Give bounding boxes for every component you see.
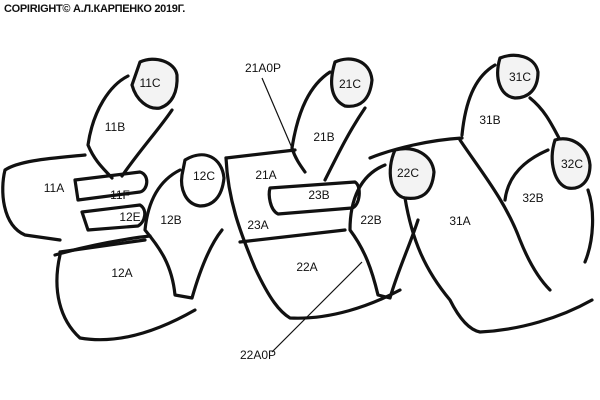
label-12E: 12E <box>119 210 140 224</box>
label-32C: 32C <box>561 157 583 171</box>
label-11F: 11F <box>110 188 130 202</box>
label-12A: 12A <box>111 266 132 280</box>
label-21A0P: 21A0P <box>245 61 281 75</box>
label-31B: 31B <box>479 113 500 127</box>
label-22B: 22B <box>360 213 381 227</box>
label-11B: 11B <box>105 120 125 134</box>
copyright-text: COPIRIGHT© А.Л.КАРПЕНКО 2019Г. <box>4 3 185 15</box>
front-right-seat <box>224 57 436 353</box>
label-21A: 21A <box>255 168 276 182</box>
label-21C: 21C <box>339 77 361 91</box>
label-12B: 12B <box>160 213 181 227</box>
label-31C: 31C <box>509 70 531 84</box>
part-labels: 11C 11B 11A 11F 12E 12B 12C 12A 21A0P 21… <box>44 61 584 362</box>
label-22C: 22C <box>397 166 419 180</box>
label-23B: 23B <box>308 188 329 202</box>
label-32B: 32B <box>522 191 543 205</box>
label-11A: 11A <box>44 181 64 195</box>
label-22A0P: 22A0P <box>240 348 276 362</box>
label-21B: 21B <box>313 130 334 144</box>
front-left-seat <box>1 57 226 342</box>
label-12C: 12C <box>193 169 215 183</box>
label-22A: 22A <box>296 260 317 274</box>
label-31A: 31A <box>449 214 470 228</box>
label-11C: 11C <box>139 76 160 90</box>
label-23A: 23A <box>247 218 268 232</box>
rear-seat <box>368 53 595 334</box>
